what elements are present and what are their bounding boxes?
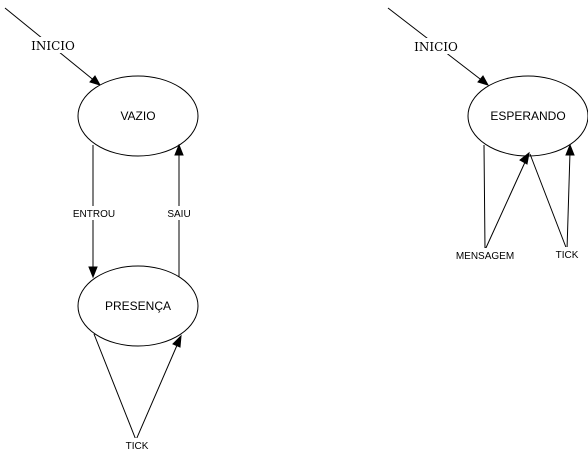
transition-saiu-arrowhead [174, 143, 184, 156]
transition-tick-left-arrowhead [172, 334, 182, 348]
transition-tick-left-label-bg [122, 438, 152, 452]
left-state-machine: INICIO VAZIO PRESENÇA ENTROU SAIU TICK [4, 7, 199, 452]
transition-mensagem-line [483, 144, 527, 251]
left-start-arrowhead [89, 75, 102, 86]
transition-entrou-label-bg [71, 206, 117, 220]
transition-mensagem-arrowhead [519, 151, 530, 165]
transition-tick-right-label-bg [553, 247, 581, 261]
transition-tick-left-label: TICK [126, 441, 149, 452]
right-start-arrowhead [477, 75, 490, 86]
transition-tick-right-label: TICK [556, 250, 579, 261]
left-start-label-bg [29, 37, 77, 53]
transition-entrou-arrowhead [88, 266, 98, 279]
transition-saiu-label-bg [163, 206, 195, 220]
transition-tick-right-line [529, 151, 571, 251]
state-esperando-label: ESPERANDO [490, 109, 565, 123]
transition-tick-left-line [93, 333, 179, 442]
state-vazio-label: VAZIO [120, 109, 155, 123]
right-start-label: INICIO [414, 40, 458, 54]
transition-saiu-label: SAIU [167, 209, 190, 220]
transition-entrou-label: ENTROU [73, 209, 115, 220]
right-start-label-bg [412, 38, 460, 54]
state-presenca[interactable] [77, 265, 199, 347]
transition-mensagem-label: MENSAGEM [456, 251, 514, 262]
right-state-machine: INICIO ESPERANDO MENSAGEM TICK [387, 7, 588, 262]
transition-tick-right-arrowhead [565, 143, 575, 156]
state-presenca-label: PRESENÇA [105, 299, 171, 313]
left-start-label: INICIO [31, 39, 75, 53]
state-vazio[interactable] [77, 75, 199, 157]
transition-mensagem-label-bg [455, 248, 515, 262]
